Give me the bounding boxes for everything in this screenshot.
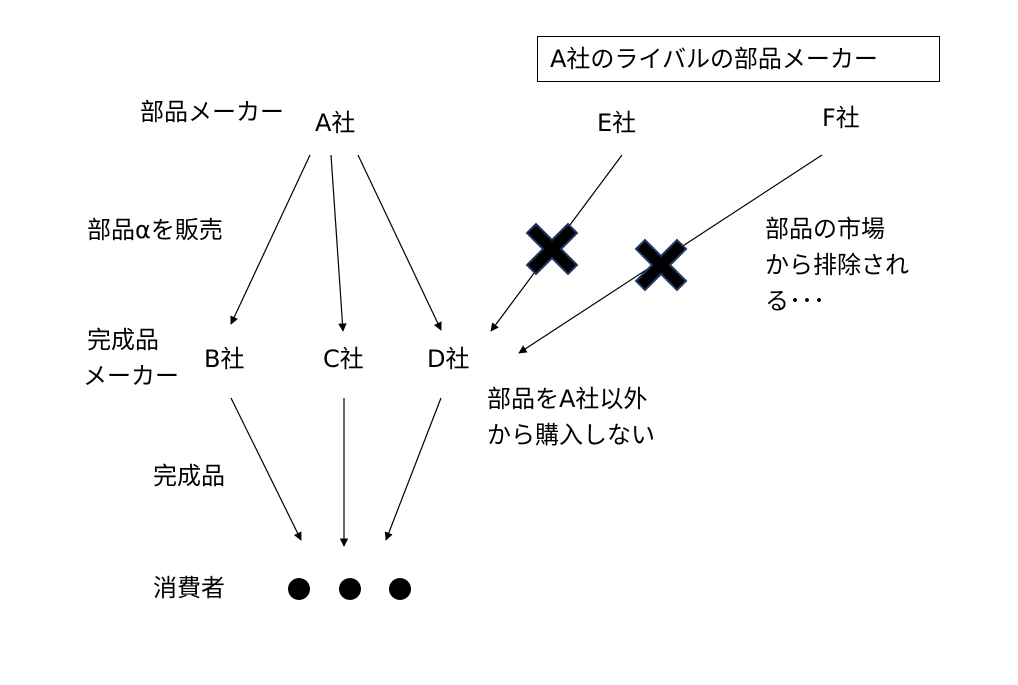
rival-makers-label: A社のライバルの部品メーカー — [550, 45, 878, 73]
cross-mark-e-icon — [526, 223, 578, 275]
company-b: B社 — [204, 345, 245, 373]
parts-maker-label: 部品メーカー — [140, 98, 284, 126]
excluded-label-line2: から排除され — [765, 251, 909, 279]
company-d: D社 — [427, 345, 470, 373]
finished-maker-label-line2: メーカー — [83, 362, 179, 390]
rival-makers-box: A社のライバルの部品メーカー — [537, 36, 940, 82]
company-c: C社 — [323, 345, 364, 373]
no-buy-label-line2: から購入しない — [487, 421, 655, 449]
no-buy-label-line1: 部品をA社以外 — [487, 385, 648, 413]
product-arrow-b-to-consumer — [230, 397, 302, 541]
supply-arrow-a-to-d — [357, 154, 442, 331]
finished-goods-label: 完成品 — [153, 462, 225, 490]
company-e: E社 — [597, 109, 637, 137]
consumer-dot — [389, 578, 411, 600]
company-f: F社 — [822, 104, 860, 132]
consumer-dot — [339, 578, 361, 600]
consumer-label: 消費者 — [153, 574, 225, 602]
cross-mark-f-icon — [635, 239, 687, 291]
finished-maker-label-line1: 完成品 — [87, 326, 159, 354]
company-a: A社 — [315, 109, 356, 137]
supply-arrow-a-to-b — [230, 154, 311, 325]
excluded-label-line3: る･･･ — [765, 287, 825, 315]
product-arrow-d-to-consumer — [384, 397, 442, 541]
excluded-label-line1: 部品の市場 — [765, 215, 885, 243]
supply-arrow-a-to-c — [330, 154, 347, 332]
consumer-dot — [288, 578, 310, 600]
sell-parts-label: 部品αを販売 — [87, 216, 223, 244]
